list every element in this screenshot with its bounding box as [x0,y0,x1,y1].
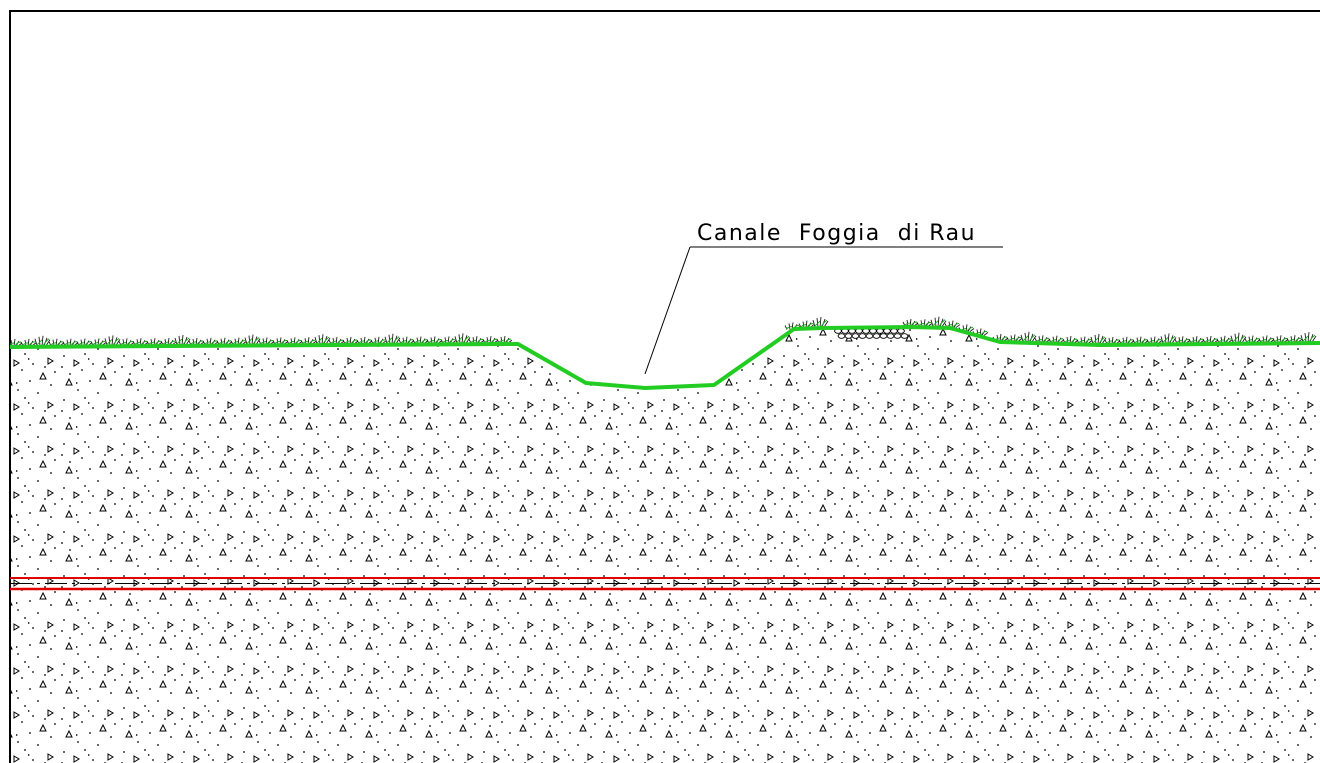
pipe-line [10,577,1320,591]
canal-callout: Canale Foggia di Rau [644,221,1003,375]
ground-profile-line [10,325,1320,390]
grass-tuft-icon [328,337,345,345]
soil-body [10,327,1320,763]
leader-line [644,246,691,375]
stone-riprap-icon [834,328,909,339]
canal-label: Canale Foggia di Rau [697,221,976,246]
grass-tuft-icon [812,317,829,328]
